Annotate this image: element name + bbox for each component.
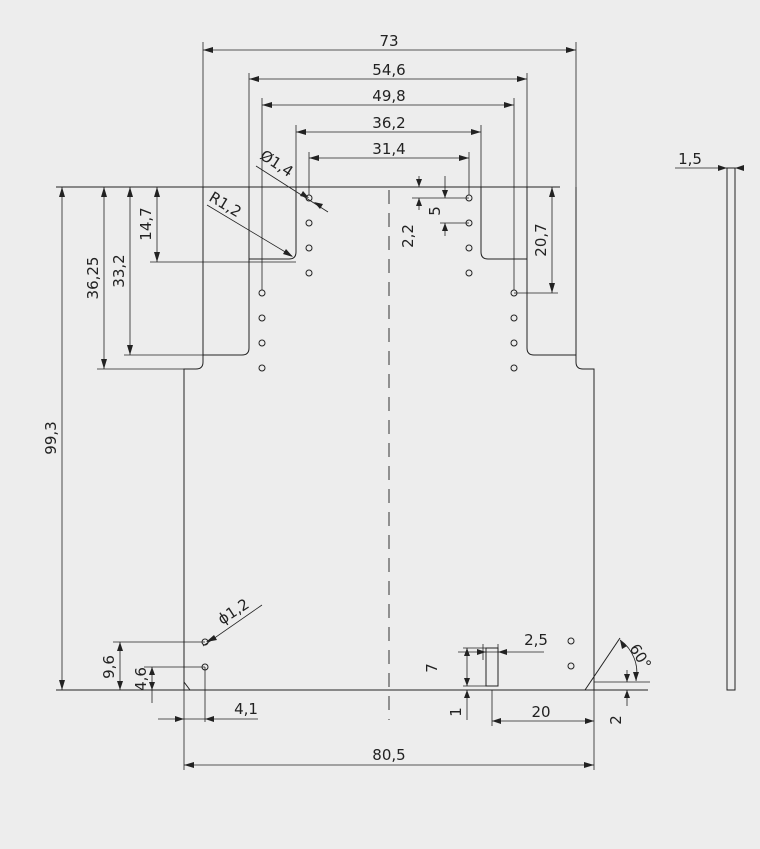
radius-leader bbox=[206, 204, 293, 257]
dim-1: 1 bbox=[447, 707, 465, 717]
dim-20-7: 20,7 bbox=[532, 223, 550, 256]
dim-2: 2 bbox=[607, 715, 625, 725]
dim-73: 73 bbox=[379, 32, 398, 50]
angle-feature bbox=[584, 637, 650, 706]
dim-4-1: 4,1 bbox=[234, 700, 258, 718]
top-dimensions bbox=[202, 42, 577, 290]
dim-31-4: 31,4 bbox=[372, 140, 405, 158]
dim-angle-60: 60° bbox=[626, 641, 655, 673]
dim-7: 7 bbox=[423, 663, 441, 673]
side-view bbox=[675, 165, 744, 691]
dim-9-6: 9,6 bbox=[100, 655, 118, 679]
dim-pitch-5: 5 bbox=[426, 206, 444, 216]
bottom-left-dimensions bbox=[113, 604, 263, 722]
dim-dia-1-4: Ø1,4 bbox=[257, 146, 297, 181]
plate-outline bbox=[56, 186, 648, 691]
dim-pitch-2-2: 2,2 bbox=[399, 224, 417, 248]
dim-20: 20 bbox=[531, 703, 550, 721]
dim-36-2: 36,2 bbox=[372, 114, 405, 132]
dim-thickness-1-5: 1,5 bbox=[678, 150, 702, 168]
dim-2-5: 2,5 bbox=[524, 631, 548, 649]
dim-36-25: 36,25 bbox=[84, 257, 102, 300]
dim-dia-1-2: ϕ1,2 bbox=[214, 595, 252, 628]
dim-33-2: 33,2 bbox=[110, 254, 128, 287]
dim-99-3: 99,3 bbox=[42, 421, 60, 454]
overall-width-dimension bbox=[183, 690, 595, 770]
hole-diameter-leader bbox=[255, 165, 329, 213]
left-vertical-dimensions bbox=[59, 187, 296, 690]
hole-pitch-dimensions bbox=[412, 176, 469, 236]
dim-14-7: 14,7 bbox=[137, 207, 155, 240]
right-step-dimension bbox=[514, 187, 558, 294]
dim-80-5: 80,5 bbox=[372, 746, 405, 764]
dim-49-8: 49,8 bbox=[372, 87, 405, 105]
hole-pattern bbox=[201, 194, 575, 671]
slot-feature bbox=[458, 644, 594, 726]
dim-54-6: 54,6 bbox=[372, 61, 405, 79]
dim-4-6: 4,6 bbox=[132, 667, 150, 691]
